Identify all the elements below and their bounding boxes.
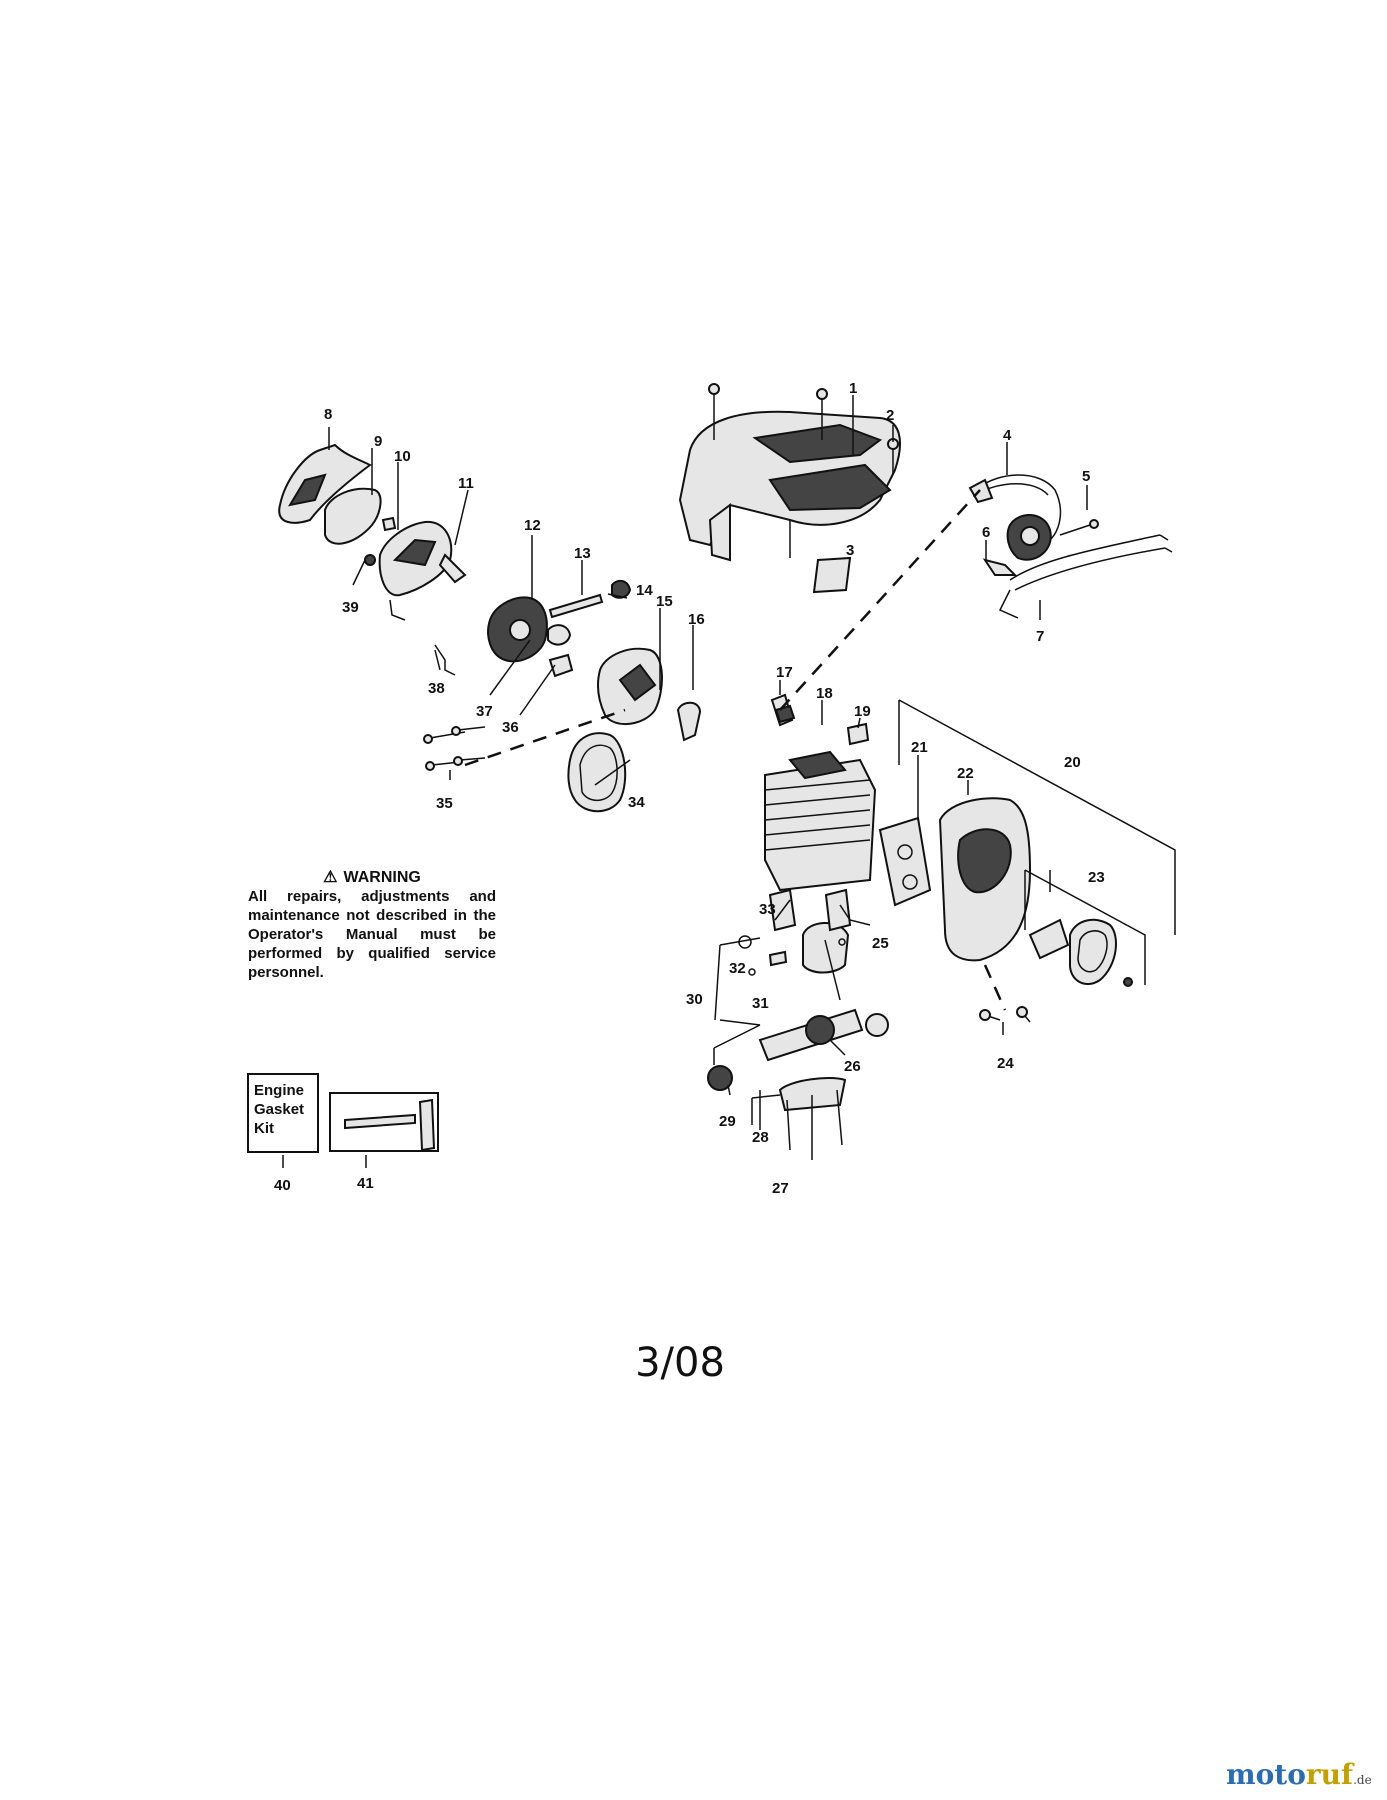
callout-34: 34: [628, 794, 645, 811]
callout-16: 16: [688, 611, 705, 628]
callout-1: 1: [849, 380, 857, 397]
callout-15: 15: [656, 593, 673, 610]
callout-19: 19: [854, 703, 871, 720]
callout-28: 28: [752, 1129, 769, 1146]
callout-18: 18: [816, 685, 833, 702]
dashed-line-spark-to-ignition: [779, 489, 981, 711]
callout-10: 10: [394, 448, 411, 465]
callout-31: 31: [752, 995, 769, 1012]
kit-label-line3: Kit: [254, 1120, 274, 1137]
brand-watermark: motoruf.de: [1226, 1758, 1372, 1791]
callout-9: 9: [374, 433, 382, 450]
callout-14: 14: [636, 582, 653, 599]
callout-40: 40: [274, 1177, 291, 1194]
callout-41: 41: [357, 1175, 374, 1192]
warning-triangle-icon: ⚠: [323, 869, 338, 886]
callout-26: 26: [844, 1058, 861, 1075]
callout-21: 21: [911, 739, 928, 756]
brand-suffix: .de: [1353, 1773, 1372, 1787]
callout-17: 17: [776, 664, 793, 681]
callout-32: 32: [729, 960, 746, 977]
air-filter-assembly: [278, 443, 467, 621]
callout-39: 39: [342, 599, 359, 616]
intake-gasket: [567, 732, 627, 813]
callout-33: 33: [759, 901, 776, 918]
tool-box: [329, 1092, 439, 1152]
callout-23: 23: [1088, 869, 1105, 886]
callout-27: 27: [772, 1180, 789, 1197]
kit-label-line2: Gasket: [254, 1101, 305, 1118]
callout-11: 11: [458, 475, 474, 492]
callout-6: 6: [982, 524, 990, 541]
kit-label-line1: Engine: [254, 1082, 305, 1099]
callout-36: 36: [502, 719, 519, 736]
ignition-module: [968, 474, 1173, 619]
callout-numbers: 1 2 3 4 5 6 7 8 9 10 11 12 13 14 15 16 1…: [274, 380, 1105, 1197]
callout-20: 20: [1064, 754, 1081, 771]
callout-30: 30: [686, 991, 703, 1008]
callout-3: 3: [846, 542, 854, 559]
brand-part1: moto: [1226, 1758, 1306, 1791]
callout-2: 2: [886, 407, 894, 424]
callout-25: 25: [872, 935, 889, 952]
callout-37: 37: [476, 703, 493, 720]
callout-4: 4: [1003, 427, 1012, 444]
callout-29: 29: [719, 1113, 736, 1130]
intake-bolts: [423, 726, 486, 771]
revision-date: 3/08: [635, 1340, 725, 1386]
crankshaft-piston-assembly: [707, 888, 889, 1160]
cover-decal: [812, 556, 852, 594]
muffler-assembly: [878, 797, 1133, 1023]
warning-title-text: WARNING: [343, 869, 421, 886]
callout-12: 12: [524, 517, 541, 534]
callout-24: 24: [997, 1055, 1014, 1072]
warning-title: ⚠ WARNING: [248, 868, 496, 887]
callout-13: 13: [574, 545, 591, 562]
warning-body: All repairs, adjustments and maintenance…: [248, 888, 496, 981]
cylinder-assembly: [764, 693, 877, 892]
callout-22: 22: [957, 765, 974, 782]
dashed-line-bolts-to-manifold: [464, 708, 626, 767]
carburetor-assembly: [434, 579, 702, 742]
callout-8: 8: [324, 406, 332, 423]
callout-38: 38: [428, 680, 445, 697]
dashed-line-muffler-bolts: [983, 964, 1007, 1011]
engine-gasket-kit-box: Engine Gasket Kit: [247, 1073, 319, 1153]
callout-5: 5: [1082, 468, 1090, 485]
brand-part2: ruf: [1305, 1758, 1354, 1791]
tool-illustration: [344, 1098, 436, 1152]
warning-notice: ⚠ WARNING All repairs, adjustments and ma…: [248, 868, 496, 982]
top-cover: [678, 410, 901, 562]
callout-7: 7: [1036, 628, 1044, 645]
callout-35: 35: [436, 795, 453, 812]
